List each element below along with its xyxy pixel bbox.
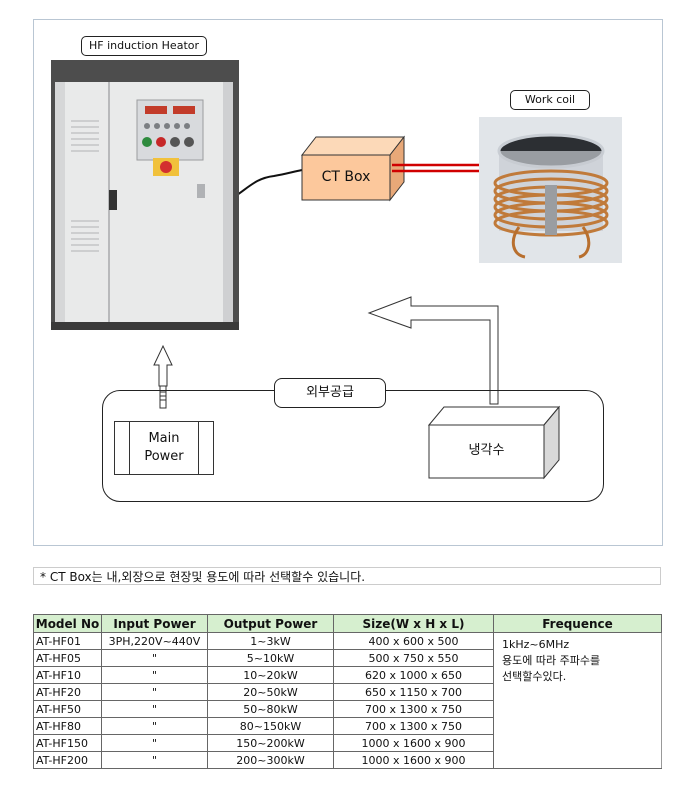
header-input-power: Input Power	[101, 614, 208, 633]
size-cell: 1000 x 1600 x 900	[333, 751, 494, 769]
diagram-graphics	[153, 135, 561, 480]
size-cell: 700 x 1300 x 750	[333, 717, 494, 735]
main-power-label: Main Power	[129, 422, 199, 474]
output-power-cell: 20~50kW	[207, 683, 334, 701]
power-up-arrow	[153, 344, 173, 409]
ct-box	[300, 135, 406, 202]
header-size: Size(W x H x L)	[333, 614, 494, 633]
frequence-note-1: 용도에 따라 주파수를	[502, 654, 601, 667]
size-cell: 650 x 1150 x 700	[333, 683, 494, 701]
coolant-label: 냉각수	[468, 443, 505, 458]
header-frequence: Frequence	[493, 614, 662, 633]
main-power-box: Main Power	[114, 421, 214, 475]
input-power-cell: "	[101, 649, 208, 667]
spec-table-header-row: Model No Input Power Output Power Size(W…	[33, 614, 662, 633]
output-power-cell: 10~20kW	[207, 666, 334, 684]
ct-box-label: CT Box	[321, 169, 371, 185]
table-row: AT-HF05 " 5~10kW 500 x 750 x 550	[33, 649, 662, 667]
input-power-cell: "	[101, 683, 208, 701]
input-power-cell: "	[101, 700, 208, 718]
size-cell: 500 x 750 x 550	[333, 649, 494, 667]
heater-photo	[51, 60, 239, 330]
model-cell: AT-HF200	[33, 751, 102, 769]
coolant-box	[427, 405, 561, 480]
header-output-power: Output Power	[207, 614, 334, 633]
header-model-no: Model No	[33, 614, 102, 633]
model-cell: AT-HF50	[33, 700, 102, 718]
work-coil-illustration	[479, 117, 622, 263]
frequence-cell: 1kHz~6MHz 용도에 따라 주파수를 선택할수있다.	[493, 632, 662, 769]
model-cell: AT-HF20	[33, 683, 102, 701]
table-row: AT-HF01 3PH,220V~440V 1~3kW 400 x 600 x …	[33, 632, 662, 769]
table-row: AT-HF10 " 10~20kW 620 x 1000 x 650	[33, 666, 662, 684]
input-power-cell: "	[101, 734, 208, 752]
model-cell: AT-HF10	[33, 666, 102, 684]
heater-label: HF induction Heator	[81, 36, 207, 56]
work-coil-label: Work coil	[510, 90, 590, 110]
frequence-note-2: 선택할수있다.	[502, 670, 567, 683]
input-power-cell: 3PH,220V~440V	[101, 632, 208, 650]
external-supply-label: 외부공급	[274, 378, 386, 408]
output-power-cell: 80~150kW	[207, 717, 334, 735]
input-power-cell: "	[101, 717, 208, 735]
model-cell: AT-HF01	[33, 632, 102, 650]
coolant-return-arrow	[367, 296, 499, 405]
system-diagram: HF induction Heator	[33, 19, 663, 546]
input-power-cell: "	[101, 666, 208, 684]
size-cell: 620 x 1000 x 650	[333, 666, 494, 684]
ct-box-note: * CT Box는 내,외장으로 현장및 용도에 따라 선택할수 있습니다.	[33, 567, 661, 585]
output-power-cell: 200~300kW	[207, 751, 334, 769]
induction-heater-illustration	[51, 60, 239, 330]
model-cell: AT-HF150	[33, 734, 102, 752]
spec-table: Model No Input Power Output Power Size(W…	[33, 614, 662, 769]
heater-cable	[233, 169, 303, 198]
frequence-range: 1kHz~6MHz	[502, 638, 570, 651]
output-power-cell: 5~10kW	[207, 649, 334, 667]
output-power-cell: 50~80kW	[207, 700, 334, 718]
output-power-cell: 1~3kW	[207, 632, 334, 650]
model-cell: AT-HF05	[33, 649, 102, 667]
work-coil-photo	[479, 117, 622, 263]
table-row: AT-HF200 " 200~300kW 1000 x 1600 x 900	[33, 751, 662, 769]
size-cell: 700 x 1300 x 750	[333, 700, 494, 718]
table-row: AT-HF150 " 150~200kW 1000 x 1600 x 900	[33, 734, 662, 752]
input-power-cell: "	[101, 751, 208, 769]
size-cell: 1000 x 1600 x 900	[333, 734, 494, 752]
size-cell: 400 x 600 x 500	[333, 632, 494, 650]
model-cell: AT-HF80	[33, 717, 102, 735]
output-power-cell: 150~200kW	[207, 734, 334, 752]
table-row: AT-HF80 " 80~150kW 700 x 1300 x 750	[33, 717, 662, 735]
table-row: AT-HF20 " 20~50kW 650 x 1150 x 700	[33, 683, 662, 701]
spec-table-wrapper: Model No Input Power Output Power Size(W…	[33, 614, 662, 769]
